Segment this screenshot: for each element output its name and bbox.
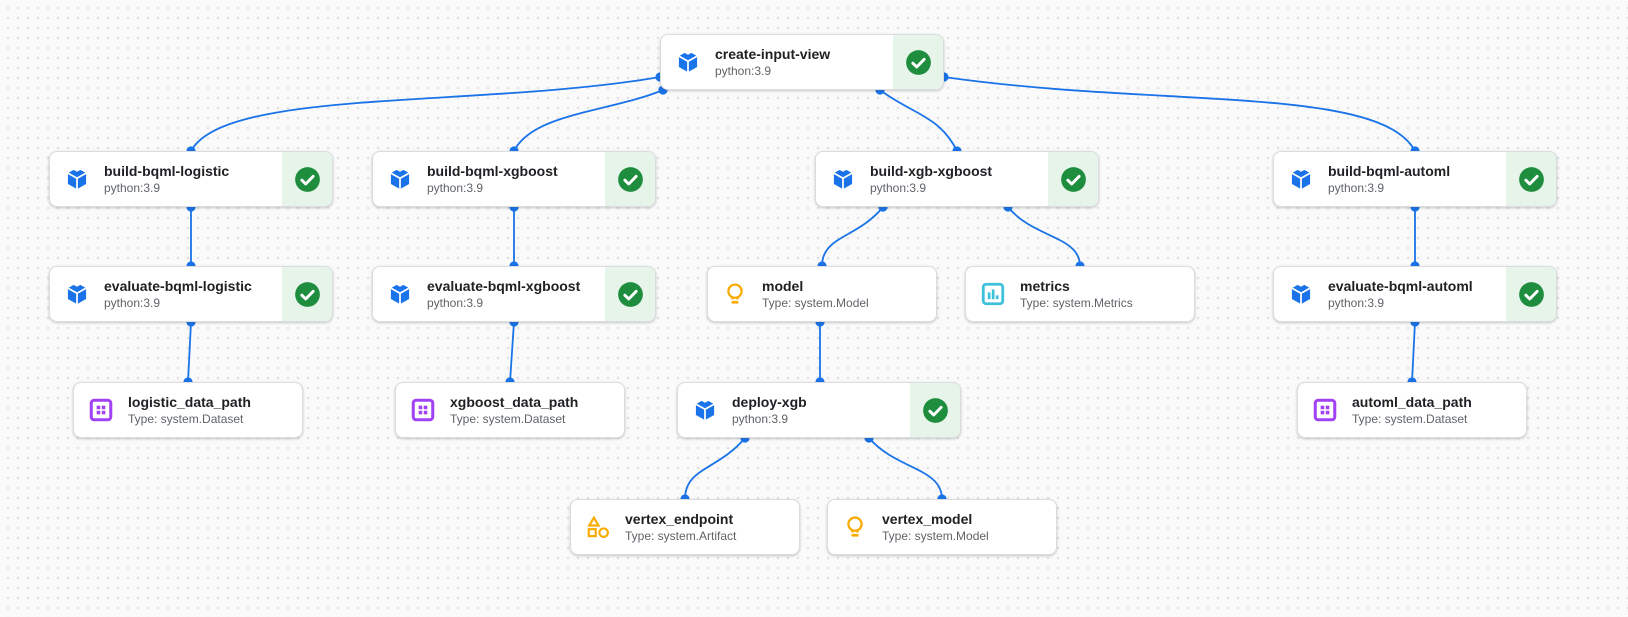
node-title: logistic_data_path [128,393,251,410]
component-cube-icon [816,152,870,206]
node-title: evaluate-bqml-xgboost [427,277,581,294]
edge-evaluate-bqml-logistic-to-logistic_data_path [187,321,192,383]
node-metrics[interactable]: metrics Type: system.Metrics [965,266,1195,322]
component-cube-icon [373,267,427,321]
status-succeeded-badge [1506,152,1556,206]
node-subtitle: python:3.9 [1328,295,1385,310]
node-subtitle: Type: system.Dataset [1352,411,1468,426]
status-succeeded-badge [1506,267,1556,321]
node-title: model [762,277,804,294]
status-succeeded-badge [605,152,655,206]
node-evaluate-bqml-xgboost[interactable]: evaluate-bqml-xgboost python:3.9 [372,266,656,322]
status-succeeded-badge [605,267,655,321]
edge-build-xgb-xgboost-to-metrics [1007,206,1081,267]
node-subtitle: python:3.9 [427,180,484,195]
node-build-bqml-automl[interactable]: build-bqml-automl python:3.9 [1273,151,1557,207]
node-title: build-bqml-automl [1328,162,1451,179]
component-cube-icon [661,35,715,89]
dataset-grid-icon [396,383,450,437]
artifact-shapes-icon [571,500,625,554]
node-subtitle: Type: system.Dataset [450,411,566,426]
model-lightbulb-icon [828,500,882,554]
status-succeeded-badge [1048,152,1098,206]
model-lightbulb-icon [708,267,762,321]
node-subtitle: Type: system.Model [762,295,869,310]
node-subtitle: Type: system.Model [882,528,989,543]
dataset-grid-icon [74,383,128,437]
node-build-bqml-xgboost[interactable]: build-bqml-xgboost python:3.9 [372,151,656,207]
node-subtitle: Type: system.Dataset [128,411,244,426]
node-evaluate-bqml-logistic[interactable]: evaluate-bqml-logistic python:3.9 [49,266,333,322]
node-subtitle: python:3.9 [427,295,484,310]
node-subtitle: python:3.9 [104,180,161,195]
node-subtitle: Type: system.Artifact [625,528,737,543]
edge-create-input-view-to-build-xgb-xgboost [879,89,958,152]
node-logistic_data_path[interactable]: logistic_data_path Type: system.Dataset [73,382,303,438]
edge-evaluate-bqml-xgboost-to-xgboost_data_path [509,321,515,383]
node-title: vertex_model [882,510,973,527]
node-model[interactable]: model Type: system.Model [707,266,937,322]
edge-create-input-view-to-build-bqml-xgboost [513,89,664,152]
node-build-bqml-logistic[interactable]: build-bqml-logistic python:3.9 [49,151,333,207]
node-title: vertex_endpoint [625,510,734,527]
node-create-input-view[interactable]: create-input-view python:3.9 [660,34,944,90]
component-cube-icon [50,152,104,206]
dataset-grid-icon [1298,383,1352,437]
node-vertex_model[interactable]: vertex_model Type: system.Model [827,499,1057,555]
status-succeeded-badge [282,267,332,321]
node-subtitle: python:3.9 [715,63,772,78]
status-succeeded-badge [893,35,943,89]
status-succeeded-badge [282,152,332,206]
edge-deploy-xgb-to-vertex_model [868,437,943,500]
component-cube-icon [373,152,427,206]
node-title: build-bqml-xgboost [427,162,558,179]
node-title: build-bqml-logistic [104,162,230,179]
node-build-xgb-xgboost[interactable]: build-xgb-xgboost python:3.9 [815,151,1099,207]
node-title: deploy-xgb [732,393,807,410]
node-title: evaluate-bqml-logistic [104,277,252,294]
node-title: build-xgb-xgboost [870,162,993,179]
node-subtitle: python:3.9 [732,411,789,426]
node-title: xgboost_data_path [450,393,579,410]
node-evaluate-bqml-automl[interactable]: evaluate-bqml-automl python:3.9 [1273,266,1557,322]
component-cube-icon [1274,152,1328,206]
node-title: automl_data_path [1352,393,1472,410]
component-cube-icon [50,267,104,321]
node-deploy-xgb[interactable]: deploy-xgb python:3.9 [677,382,961,438]
node-vertex_endpoint[interactable]: vertex_endpoint Type: system.Artifact [570,499,800,555]
edge-evaluate-bqml-automl-to-automl_data_path [1411,321,1416,383]
status-succeeded-badge [910,383,960,437]
node-xgboost_data_path[interactable]: xgboost_data_path Type: system.Dataset [395,382,625,438]
node-subtitle: python:3.9 [870,180,927,195]
component-cube-icon [1274,267,1328,321]
edge-create-input-view-to-build-bqml-logistic [190,76,661,152]
node-subtitle: python:3.9 [1328,180,1385,195]
edge-deploy-xgb-to-vertex_endpoint [684,437,746,500]
node-title: evaluate-bqml-automl [1328,277,1473,294]
node-automl_data_path[interactable]: automl_data_path Type: system.Dataset [1297,382,1527,438]
component-cube-icon [678,383,732,437]
edge-build-xgb-xgboost-to-model [821,206,884,267]
node-title: create-input-view [715,45,831,62]
edge-create-input-view-to-build-bqml-automl [943,76,1416,152]
node-subtitle: python:3.9 [104,295,161,310]
metrics-chart-icon [966,267,1020,321]
node-subtitle: Type: system.Metrics [1020,295,1133,310]
node-title: metrics [1020,277,1070,294]
